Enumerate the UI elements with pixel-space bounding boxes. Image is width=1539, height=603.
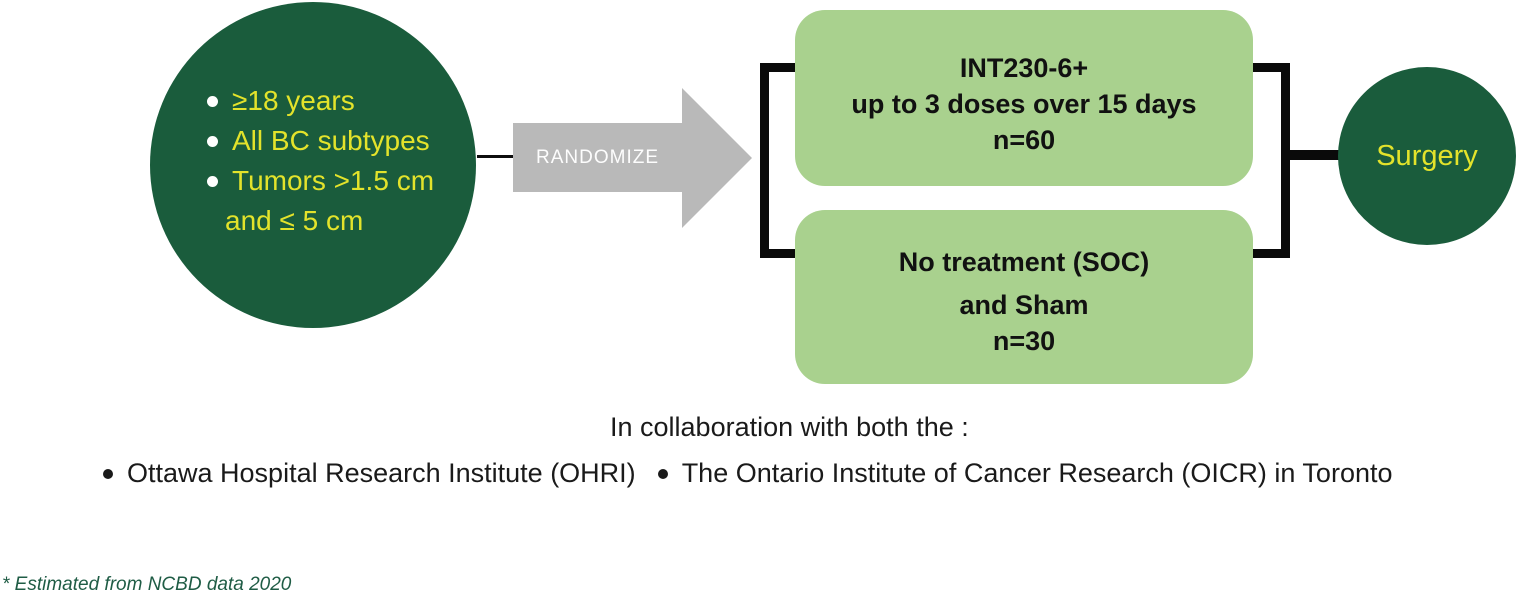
bullet-icon — [207, 135, 218, 147]
collaboration-heading: In collaboration with both the : — [610, 412, 969, 442]
eligibility-item-age: ≥18 years — [232, 85, 355, 116]
randomize-arrow-head-icon — [682, 88, 752, 228]
arm-detail: and Sham — [959, 289, 1089, 320]
arm-title: INT230-6+ — [959, 53, 1089, 83]
bullet-icon — [207, 95, 218, 107]
eligibility-list: ≥18 years All BC subtypes Tumors >1.5 cm… — [207, 81, 434, 241]
eligibility-item-tumor-size-cont: and ≤ 5 cm — [225, 205, 364, 236]
eligibility-item-tumor-size: Tumors >1.5 cm — [232, 165, 435, 196]
partner-ohri: Ottawa Hospital Research Institute (OHRI… — [103, 458, 636, 489]
surgery-label: Surgery — [1376, 139, 1478, 172]
collaboration-partners: Ottawa Hospital Research Institute (OHRI… — [103, 458, 1393, 489]
arm-control-box: No treatment (SOC) and Sham n=30 — [795, 210, 1253, 384]
eligibility-circle: ≥18 years All BC subtypes Tumors >1.5 cm… — [150, 2, 476, 328]
eligibility-item-subtypes: All BC subtypes — [232, 125, 430, 156]
randomize-label: RANDOMIZE — [536, 146, 659, 168]
arm-sample-size: n=30 — [992, 325, 1056, 356]
arm-int230-box: INT230-6+ up to 3 doses over 15 days n=6… — [795, 10, 1253, 186]
bullet-icon — [103, 468, 113, 479]
surgery-circle: Surgery — [1338, 67, 1516, 245]
list-item: ≥18 years — [207, 81, 434, 121]
circle-to-arrow-connector — [477, 155, 514, 158]
arm-title: No treatment (SOC) — [898, 246, 1150, 277]
bullet-icon — [207, 175, 218, 187]
randomize-arrow: RANDOMIZE — [513, 123, 682, 192]
list-item: Tumors >1.5 cm — [207, 161, 434, 201]
bullet-icon — [657, 468, 668, 479]
partner-ohri-label: Ottawa Hospital Research Institute (OHRI… — [127, 458, 636, 488]
list-item: All BC subtypes — [207, 121, 434, 161]
list-item: and ≤ 5 cm — [207, 201, 434, 241]
footnote: * Estimated from NCBD data 2020 — [2, 574, 292, 595]
bracket-to-surgery-connector — [1285, 150, 1341, 160]
partner-oicr: The Ontario Institute of Cancer Research… — [657, 458, 1393, 489]
arm-sample-size: n=60 — [992, 125, 1056, 155]
arm-dosing: up to 3 doses over 15 days — [851, 89, 1197, 119]
partner-oicr-label: The Ontario Institute of Cancer Research… — [681, 458, 1393, 488]
